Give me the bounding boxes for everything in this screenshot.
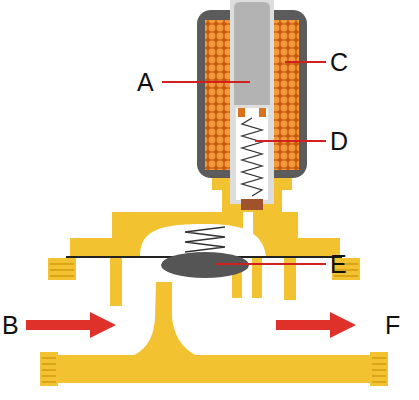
flow-arrows <box>26 312 356 338</box>
callout-letter: F <box>385 312 400 338</box>
valve-partition <box>130 282 200 357</box>
spring-stop <box>238 108 245 117</box>
outlet-arrow-shaft <box>276 320 332 330</box>
inlet-arrow-head <box>90 312 116 338</box>
callout-letter: B <box>2 312 19 338</box>
leader-line <box>162 81 250 83</box>
leader-line <box>255 140 326 142</box>
callout-letter: C <box>330 49 348 75</box>
leader-lines <box>162 62 326 264</box>
leader-line <box>285 61 326 63</box>
diaphragm-spring <box>185 227 225 252</box>
outlet-thread <box>370 352 388 386</box>
inlet-thread <box>40 352 58 386</box>
spring-chamber <box>236 108 268 200</box>
bonnet-shell <box>70 212 340 258</box>
spring-stop <box>259 108 266 117</box>
coil-winding <box>274 20 299 170</box>
inlet-arrow-shaft <box>26 320 92 330</box>
callout-letter: D <box>330 128 348 154</box>
callout-letter: E <box>330 251 347 277</box>
body-bottom-wall <box>48 355 378 383</box>
leader-line <box>215 263 326 265</box>
coil-winding <box>205 20 230 170</box>
pilot-passage <box>243 206 253 258</box>
callout-letter: A <box>137 69 154 95</box>
outlet-arrow-head <box>330 312 356 338</box>
valve-bonnet <box>48 176 360 280</box>
solenoid <box>197 0 307 210</box>
inlet-wall <box>110 258 122 306</box>
thread-lines <box>42 358 386 382</box>
plunger-spring <box>242 118 262 196</box>
plunger-seal <box>241 199 263 210</box>
plunger <box>234 2 270 105</box>
guide-tube <box>230 0 274 204</box>
